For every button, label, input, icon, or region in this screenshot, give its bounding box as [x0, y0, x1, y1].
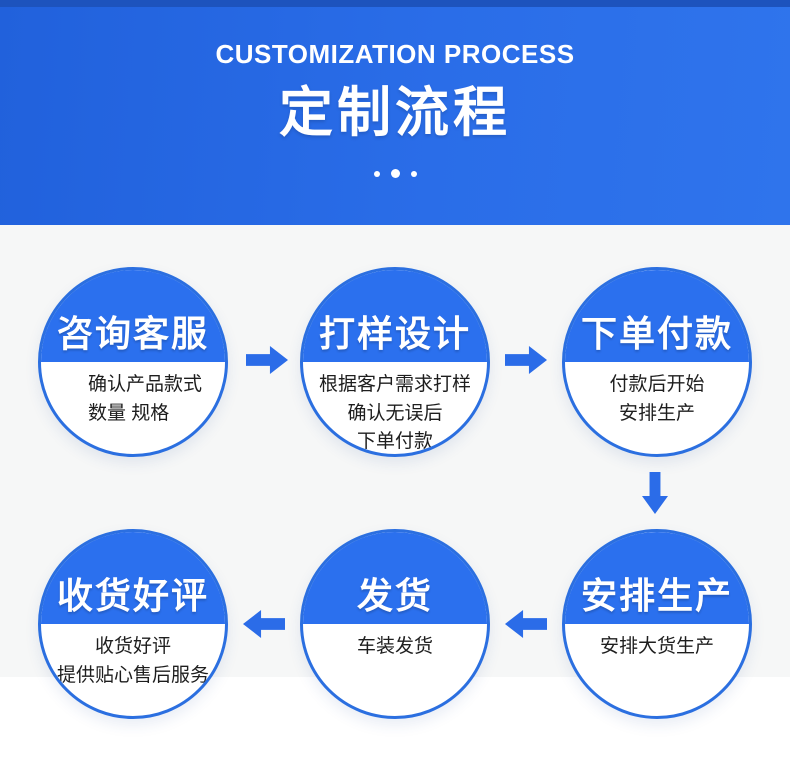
dot-icon: [373, 170, 380, 177]
step-title: 发货: [356, 575, 433, 616]
dot-icon: [410, 170, 417, 177]
step-circle-order-payment: 下单付款 付款后开始 安排生产: [562, 267, 752, 457]
step-description-line: 付款后开始: [609, 374, 705, 395]
step-description: 根据客户需求打样 确认无误后 下单付款: [303, 362, 487, 454]
dot-icon: [390, 169, 400, 179]
step-title: 安排生产: [580, 575, 733, 616]
step-description-line: 确认无误后: [347, 402, 443, 424]
step-circle-ship-goods: 发货 车装发货: [300, 529, 490, 719]
step-description: 确认产品款式 数量 规格: [41, 362, 225, 428]
step-description-line: 收货好评: [94, 636, 171, 657]
step-description-line: 数量 规格: [88, 402, 170, 424]
step-description-line: 下单付款: [356, 431, 433, 452]
step-circle-receive-review: 收货好评 收货好评 提供贴心售后服务: [38, 529, 228, 719]
step-description-line: 确认产品款式: [88, 374, 203, 395]
step-title: 收货好评: [56, 575, 209, 616]
step-description-line: 提供贴心售后服务: [56, 664, 209, 686]
dots-separator: [0, 169, 790, 179]
step-description: 收货好评 提供贴心售后服务: [41, 624, 225, 690]
step-description: 车装发货: [303, 624, 487, 662]
step-title: 打样设计: [318, 313, 471, 354]
step-description-line: 安排生产: [618, 402, 695, 424]
step-description-line: 根据客户需求打样: [318, 374, 471, 395]
banner-top-strip: [0, 0, 790, 7]
step-title: 下单付款: [580, 313, 733, 354]
step-description-line: 车装发货: [356, 636, 433, 657]
page-title: 定制流程: [279, 82, 511, 143]
banner-subtitle: CUSTOMIZATION PROCESS: [215, 39, 575, 69]
step-description: 安排大货生产: [565, 624, 749, 662]
step-title: 咨询客服: [56, 313, 209, 354]
banner: CUSTOMIZATION PROCESS 定制流程: [0, 0, 790, 225]
step-description: 付款后开始 安排生产: [565, 362, 749, 428]
step-circle-arrange-production: 安排生产 安排大货生产: [562, 529, 752, 719]
step-circle-consult-service: 咨询客服 确认产品款式 数量 规格: [38, 267, 228, 457]
step-circle-sample-design: 打样设计 根据客户需求打样 确认无误后 下单付款: [300, 267, 490, 457]
step-description-line: 安排大货生产: [599, 636, 714, 657]
